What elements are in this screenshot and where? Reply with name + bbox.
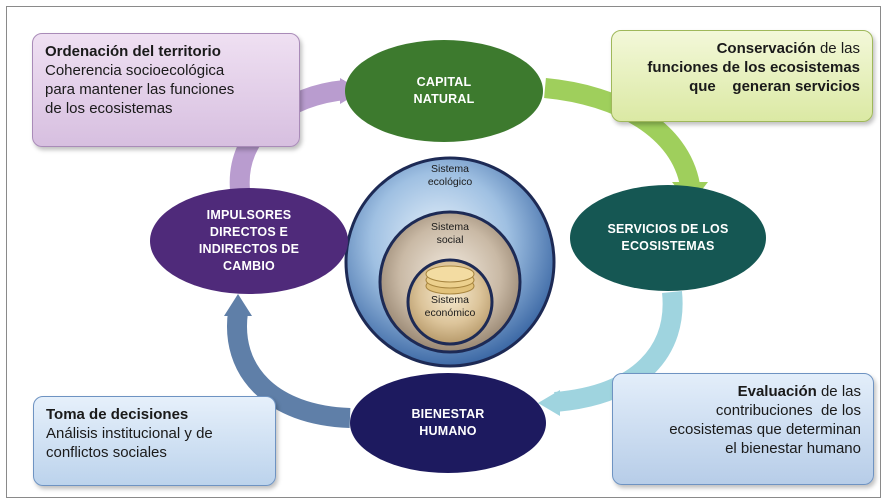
box-title: Toma de decisiones — [46, 406, 189, 423]
node-servicios-ecosistemas: SERVICIOS DE LOS ECOSISTEMAS — [570, 185, 766, 291]
arrow-bienestar-to-impulsores — [227, 310, 351, 428]
node-line: CAPITAL — [416, 75, 472, 89]
box-line: Análisis institucional y de — [46, 425, 213, 442]
node-line: IMPULSORES — [206, 208, 292, 222]
label-line: social — [436, 234, 464, 246]
arrow-servicios-to-bienestar — [554, 290, 683, 412]
box-line: el bienestar humano — [725, 440, 861, 457]
node-line: NATURAL — [413, 92, 475, 106]
node-line: BIENESTAR — [411, 407, 485, 421]
label-line: económico — [424, 307, 476, 319]
box-line: ecosistemas que determinan — [669, 421, 861, 438]
box-title: Evaluación — [737, 383, 817, 400]
box-line: que generan servicios — [689, 78, 860, 95]
node-line: INDIRECTOS DE — [198, 242, 300, 256]
box-evaluacion: Evaluación de las contribuciones de los … — [612, 373, 874, 485]
box-line: funciones de los ecosistemas — [647, 59, 860, 76]
box-ordenacion-territorio: Ordenación del territorio Coherencia soc… — [32, 33, 300, 147]
label-line: Sistema — [431, 294, 469, 306]
label-sistema-economico: Sistema económico — [415, 294, 485, 320]
box-line: para mantener las funciones — [45, 81, 235, 98]
box-toma-decisiones: Toma de decisiones Análisis instituciona… — [33, 396, 276, 486]
box-title-rest: de las — [815, 40, 860, 57]
node-line: HUMANO — [419, 424, 477, 438]
box-title-line: Evaluación de las — [625, 382, 861, 401]
box-conservacion: Conservación de las funciones de los eco… — [611, 30, 873, 122]
arrow-head-bienestar — [538, 390, 560, 416]
label-sistema-ecologico: Sistema ecológico — [415, 163, 485, 189]
box-line: conflictos sociales — [46, 444, 167, 461]
label-line: Sistema — [431, 163, 469, 175]
box-line: Coherencia socioecológica — [45, 62, 225, 79]
box-title-rest: de las — [816, 383, 861, 400]
box-line: de los ecosistemas — [45, 100, 173, 117]
node-bienestar-humano: BIENESTAR HUMANO — [350, 373, 546, 473]
label-line: Sistema — [431, 221, 469, 233]
box-line: contribuciones de los — [715, 402, 861, 419]
node-line: ECOSISTEMAS — [621, 239, 715, 253]
box-title: Ordenación del territorio — [45, 43, 221, 60]
box-title-line: Conservación de las — [624, 39, 860, 58]
label-sistema-social: Sistema social — [415, 221, 485, 247]
node-line: DIRECTOS E — [209, 225, 289, 239]
node-line: CAMBIO — [223, 259, 275, 273]
node-capital-natural: CAPITAL NATURAL — [345, 40, 543, 142]
coin-icon — [425, 265, 475, 283]
node-line: SERVICIOS DE LOS — [607, 222, 729, 236]
arrow-head-impulsores — [224, 294, 252, 316]
node-impulsores-cambio: IMPULSORES DIRECTOS E INDIRECTOS DE CAMB… — [150, 188, 348, 294]
box-title: Conservación — [716, 40, 816, 57]
label-line: ecológico — [427, 176, 473, 188]
